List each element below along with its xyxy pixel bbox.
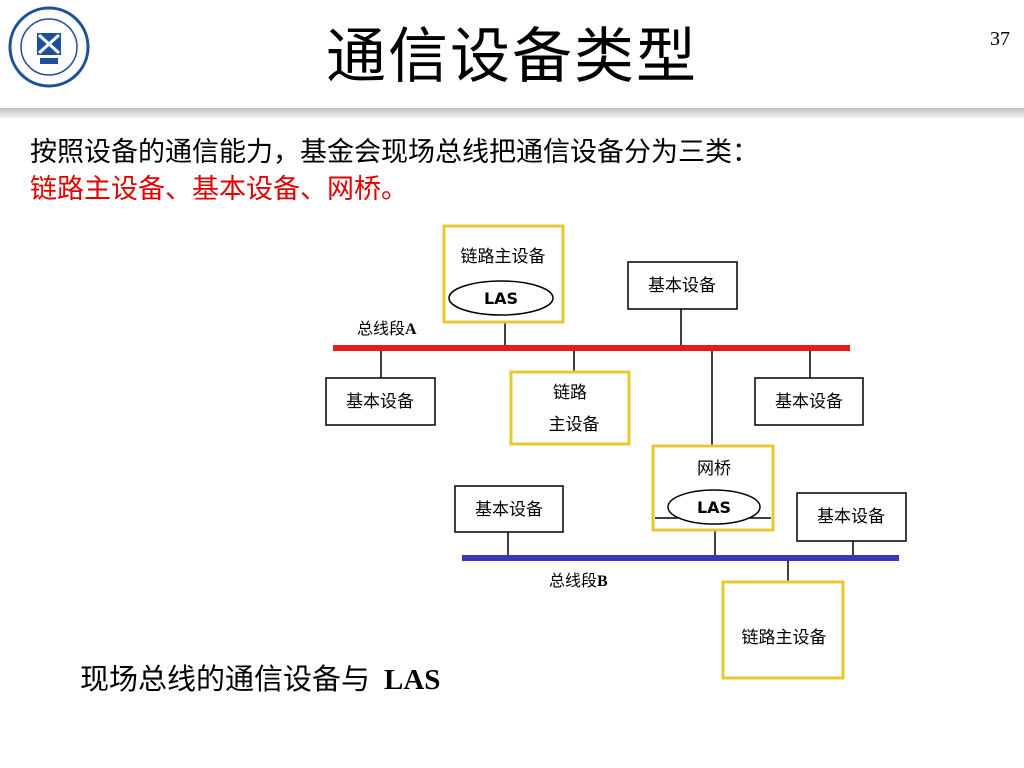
university-logo xyxy=(8,6,90,88)
las-ellipse xyxy=(448,280,554,316)
bus-segment-b xyxy=(462,555,899,561)
device-label: 基本设备 xyxy=(346,392,414,412)
device-label: 基本设备 xyxy=(475,500,543,520)
segment-b-label: 总线段B xyxy=(549,571,608,590)
las-label: LAS xyxy=(697,498,731,517)
basic-device-segment-b-right: 基本设备 xyxy=(796,492,907,542)
device-label: 链路主设备 xyxy=(742,628,827,648)
link-master-device-top: 链路主设备 LAS xyxy=(442,224,565,324)
las-label: LAS xyxy=(484,289,518,308)
las-ellipse xyxy=(667,489,761,525)
bus-segment-a xyxy=(333,345,850,351)
link-master-device-bottom: 链路主设备 xyxy=(721,580,845,680)
basic-device-segment-b-left: 基本设备 xyxy=(454,485,564,533)
basic-device-top: 基本设备 xyxy=(627,261,738,310)
basic-device-left: 基本设备 xyxy=(325,377,436,426)
bridge-device: 网桥 LAS xyxy=(651,444,775,532)
intro-text: 按照设备的通信能力，基金会现场总线把通信设备分为三类： 链路主设备、基本设备、网… xyxy=(30,134,759,208)
basic-device-right: 基本设备 xyxy=(754,377,864,426)
slide-title: 通信设备类型 xyxy=(326,22,698,92)
page-number: 37 xyxy=(990,28,1010,50)
device-label: 链路主设备 xyxy=(461,247,546,267)
segment-a-label: 总线段A xyxy=(357,319,417,338)
device-label: 基本设备 xyxy=(648,276,716,296)
device-label-line-1: 链路 xyxy=(553,383,587,403)
device-label: 网桥 xyxy=(697,459,731,479)
connector-lines xyxy=(380,309,854,582)
device-label-line-2: 主设备 xyxy=(549,415,600,435)
device-label: 基本设备 xyxy=(775,392,843,412)
caption-text: 现场总线的通信设备与 xyxy=(80,662,371,696)
link-master-device-middle: 链路 主设备 xyxy=(509,370,631,446)
caption-las: LAS xyxy=(384,664,441,696)
header-divider xyxy=(0,108,1024,118)
intro-line-2: 链路主设备、基本设备、网桥。 xyxy=(30,174,408,205)
device-label: 基本设备 xyxy=(817,507,885,527)
intro-line-1: 按照设备的通信能力，基金会现场总线把通信设备分为三类： xyxy=(30,137,759,168)
diagram-caption: 现场总线的通信设备与 LAS xyxy=(80,656,440,698)
